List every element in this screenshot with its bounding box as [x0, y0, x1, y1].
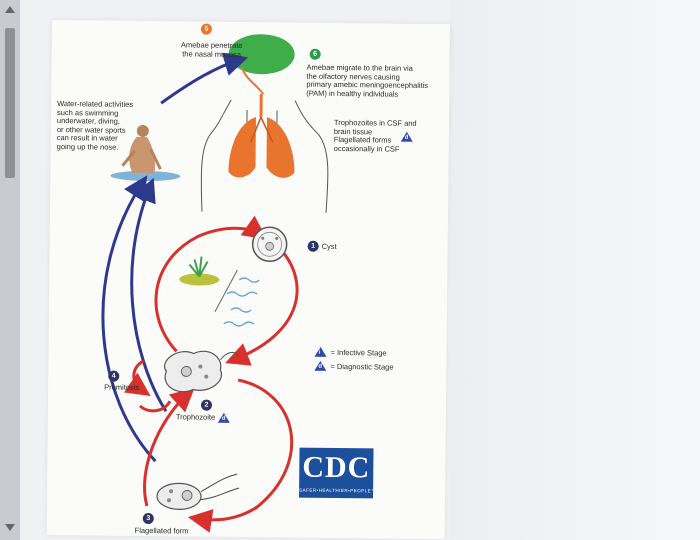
step-4-marker: 4	[108, 370, 120, 382]
flagellated-organism-icon	[156, 473, 240, 510]
cyst-organism-icon	[251, 226, 288, 263]
background-right	[450, 0, 700, 540]
arrow-trophozoite-to-flagellate	[187, 378, 294, 533]
diagram-drawing	[101, 34, 329, 533]
human-figure-icon	[200, 99, 329, 213]
diagnostic-stage-triangle-icon: d	[400, 131, 413, 142]
label-amebae-penetrate: Amebae penetrate the nasal mucosa	[180, 40, 243, 59]
promitosis-arrow-upper	[123, 359, 151, 397]
label-trophozoite: Trophozoite	[175, 412, 216, 422]
arrow-flagellate-to-trophozoite	[143, 387, 195, 507]
arrow-to-cyst	[154, 215, 268, 353]
diagnostic-legend-triangle-icon: d	[314, 360, 327, 371]
water-waves-icon	[223, 277, 260, 327]
step-3-marker: 3	[142, 512, 154, 525]
legend-diagnostic-stage: = Diagnostic Stage	[330, 361, 394, 372]
arrow-cyst-to-trophozoite	[225, 249, 299, 366]
right-lung-icon	[266, 117, 295, 178]
soil-plant-icon	[179, 256, 220, 286]
trophozoite-organism-icon	[164, 350, 239, 393]
scroll-down-arrow-icon[interactable]	[5, 524, 15, 531]
step-1-marker: 1	[307, 240, 319, 252]
scroll-thumb[interactable]	[5, 28, 15, 178]
legend-infective-stage: = Infective Stage	[330, 347, 387, 358]
label-cyst: Cyst	[321, 241, 337, 251]
arrow-trophozoite-to-swimmer	[130, 177, 168, 413]
step-2-marker: 2	[200, 399, 213, 411]
left-lung-icon	[228, 117, 256, 178]
arrow-to-nose	[160, 52, 249, 105]
label-flagellated-form: Flagellated form	[134, 525, 189, 536]
arrow-flagellate-to-swimmer	[101, 175, 157, 463]
infective-stage-triangle-icon: i	[314, 346, 327, 357]
promitosis-arrow-lower	[138, 400, 172, 413]
scrollbar[interactable]	[0, 0, 20, 540]
label-trophozoites-csf: Trophozoites in CSF and brain tissue Fla…	[333, 117, 417, 154]
cdc-logo: CDC SAFER•HEALTHIER•PEOPLE™	[299, 447, 376, 499]
label-amebae-migrate: Amebae migrate to the brain via the olfa…	[306, 62, 429, 99]
label-water-activities: Water-related activities such as swimmin…	[56, 99, 134, 152]
trophozoite-stage-triangle-icon: d	[217, 412, 230, 423]
step-5-marker: 5	[200, 23, 212, 35]
label-promitosis: Promitosis	[104, 382, 140, 392]
life-cycle-diagram: 5 6 1 2 3 4 Amebae penetrate the nasal m…	[46, 20, 450, 540]
scroll-up-arrow-icon[interactable]	[5, 6, 15, 13]
step-6-marker: 6	[309, 48, 321, 60]
